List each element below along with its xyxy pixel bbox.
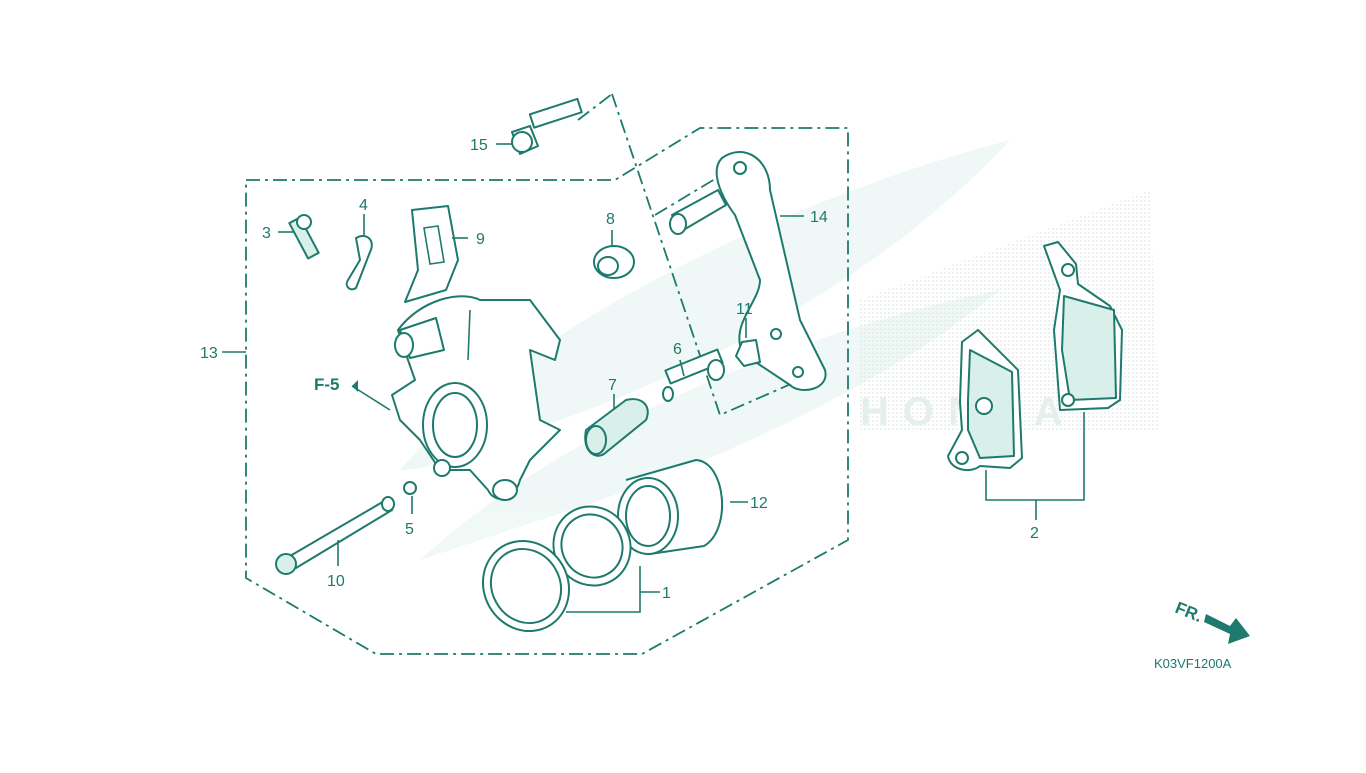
callout-5: 5 [405, 521, 414, 538]
callout-11: 11 [736, 301, 753, 318]
bleed-screw-3 [288, 214, 320, 260]
clip-11 [735, 339, 761, 367]
pin-boot-7 [584, 398, 649, 457]
callout-3: 3 [262, 225, 271, 242]
boot-8 [593, 245, 635, 279]
pad-spring-9 [404, 205, 459, 303]
reference-label: F-5 [314, 375, 340, 394]
callout-13: 13 [200, 345, 218, 362]
callout-7: 7 [608, 377, 617, 394]
diagram-code: K03VF1200A [1154, 656, 1232, 671]
callout-9: 9 [476, 231, 485, 248]
bolt-leader-dash [577, 93, 613, 121]
bleeder-cap-4 [345, 234, 373, 291]
front-direction-arrow-icon [1204, 614, 1250, 644]
piston-seals-1 [481, 505, 632, 633]
callout-14: 14 [810, 209, 828, 226]
callout-4: 4 [359, 197, 368, 214]
caliper-body [391, 295, 561, 501]
front-direction-label: FR. [1173, 598, 1206, 626]
callout-15: 15 [470, 137, 488, 154]
callout-12: 12 [750, 495, 768, 512]
leader-lines [222, 143, 1085, 613]
pad-pin-10 [275, 496, 395, 575]
callout-1: 1 [662, 585, 671, 602]
piston-12 [617, 459, 724, 555]
reference-arrow-icon [352, 380, 358, 392]
callout-labels: 1 2 3 4 5 6 7 8 9 10 11 12 13 14 15 [200, 137, 1039, 602]
washer-5 [403, 481, 417, 495]
assembly-outline-13 [245, 127, 849, 655]
callout-8: 8 [606, 211, 615, 228]
flange-bolt-15 [511, 97, 583, 155]
brake-pads-2 [947, 241, 1123, 472]
caliper-bracket-14 [669, 151, 827, 391]
bracket-bolt-outline [611, 93, 801, 417]
callout-6: 6 [673, 341, 682, 358]
slide-pin-6 [662, 348, 725, 402]
callout-10: 10 [327, 573, 345, 590]
callout-2: 2 [1030, 525, 1039, 542]
